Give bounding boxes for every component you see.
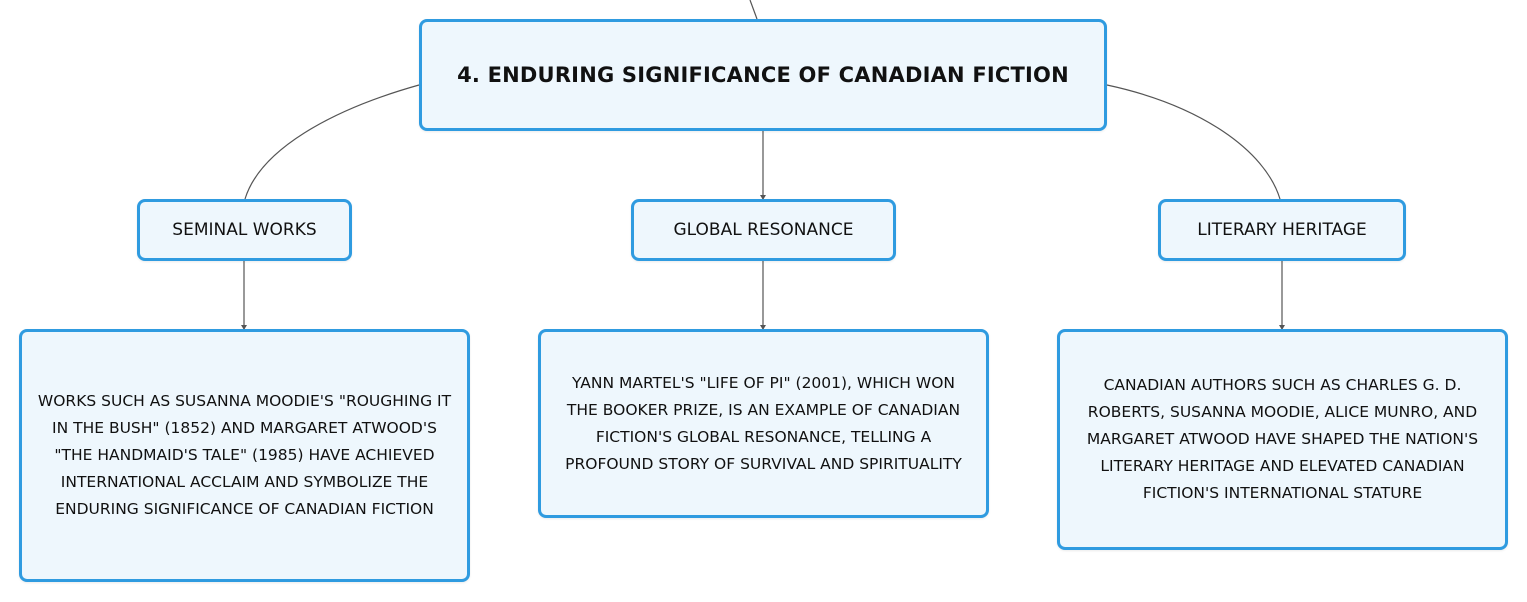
branch-node-seminal-works[interactable]: SEMINAL WORKS [137, 199, 352, 261]
branch-node-literary-heritage[interactable]: LITERARY HERITAGE [1158, 199, 1406, 261]
branch-label: SEMINAL WORKS [172, 220, 317, 240]
detail-node-seminal-works[interactable]: WORKS SUCH AS SUSANNA MOODIE'S "ROUGHING… [19, 329, 470, 582]
branch-label: LITERARY HERITAGE [1197, 220, 1367, 240]
branch-node-global-resonance[interactable]: GLOBAL RESONANCE [631, 199, 896, 261]
detail-text: WORKS SUCH AS SUSANNA MOODIE'S "ROUGHING… [37, 392, 452, 518]
detail-node-literary-heritage[interactable]: CANADIAN AUTHORS SUCH AS CHARLES G. D. R… [1057, 329, 1508, 550]
detail-text: CANADIAN AUTHORS SUCH AS CHARLES G. D. R… [1086, 376, 1479, 502]
connector-from-parent [749, 0, 758, 20]
detail-node-global-resonance[interactable]: YANN MARTEL'S "LIFE OF PI" (2001), WHICH… [538, 329, 989, 518]
branch-label: GLOBAL RESONANCE [673, 220, 854, 240]
detail-text: YANN MARTEL'S "LIFE OF PI" (2001), WHICH… [565, 373, 962, 473]
root-topic-title: 4. ENDURING SIGNIFICANCE OF CANADIAN FIC… [457, 63, 1069, 87]
connector-root-to-seminal-works [244, 84, 420, 200]
connector-root-to-literary-heritage [1106, 84, 1281, 200]
root-topic-node[interactable]: 4. ENDURING SIGNIFICANCE OF CANADIAN FIC… [419, 19, 1107, 131]
